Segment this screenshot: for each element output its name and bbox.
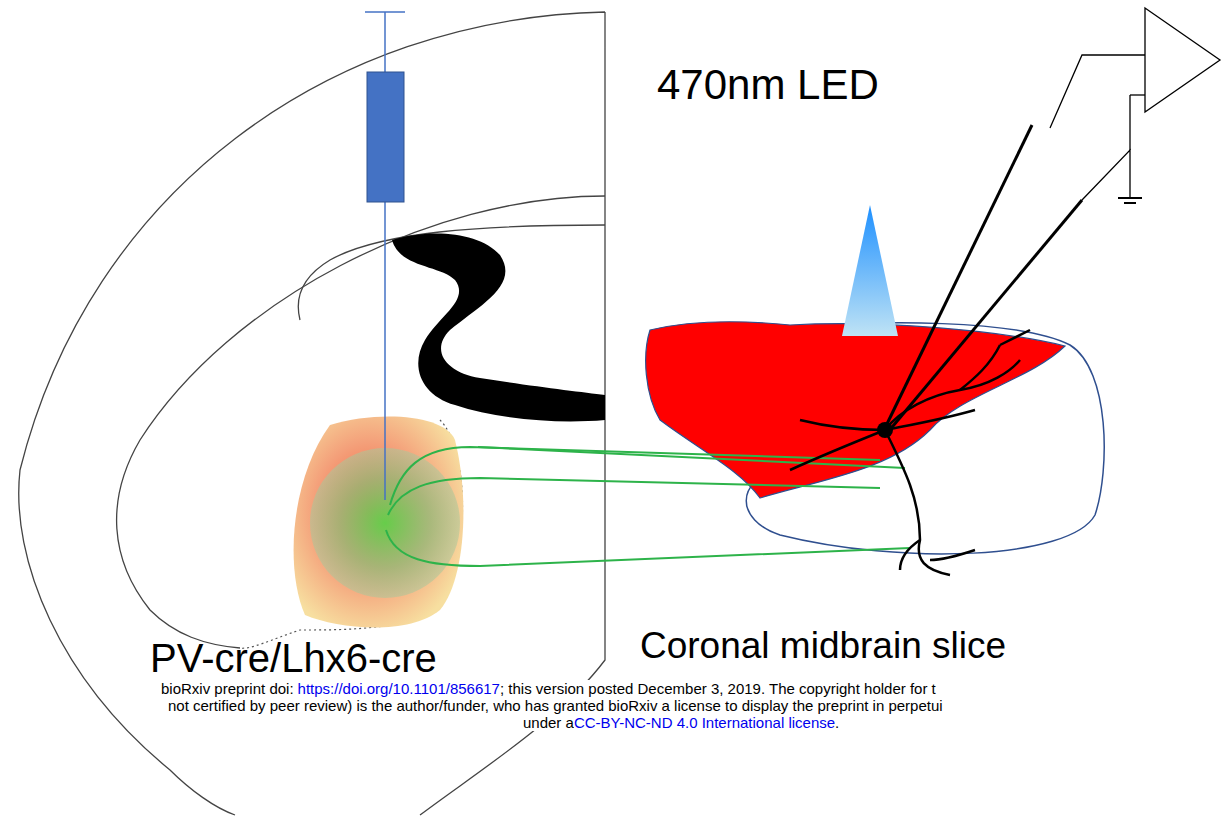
injection-spread [294, 417, 464, 628]
label: 470nm LED [657, 62, 879, 108]
amp-wire [1050, 55, 1145, 128]
ground-symbol [1118, 197, 1142, 199]
footer-text: bioRxiv preprint doi: [161, 680, 294, 697]
lateral-ventricle [392, 233, 605, 421]
light-beam [842, 205, 898, 336]
label: PV-cre/Lhx6-cre [150, 636, 437, 680]
neuron [790, 330, 1030, 575]
electrode [885, 125, 1032, 428]
axons [386, 447, 910, 566]
amp-wire [1129, 95, 1130, 150]
footer-text: ; this version posted December 3, 2019. … [500, 680, 936, 697]
snc-region [646, 322, 1065, 498]
footer-line: not certified by peer review) is the aut… [168, 697, 943, 714]
footer-text: not certified by peer review) is the aut… [168, 697, 943, 714]
footer-link: CC-BY-NC-ND 4.0 International license [574, 714, 835, 731]
syringe [367, 72, 404, 202]
footer-link: https://doi.org/10.1101/856617 [298, 680, 500, 697]
amp-wire [1130, 94, 1145, 95]
electrode [888, 200, 1082, 432]
footer-line: under aCC-BY-NC-ND 4.0 International lic… [523, 714, 839, 731]
cortex-boundary [117, 196, 605, 648]
plunger [365, 11, 405, 13]
label: Coronal midbrain slice [640, 626, 1006, 667]
footer-line: bioRxiv preprint doi:https://doi.org/10.… [161, 680, 936, 697]
footer-text: . [835, 714, 839, 731]
amplifier-symbol [1145, 8, 1220, 112]
footer-text: under a [523, 714, 574, 731]
ground-symbol [1124, 202, 1136, 204]
ground-wire [1082, 150, 1130, 200]
